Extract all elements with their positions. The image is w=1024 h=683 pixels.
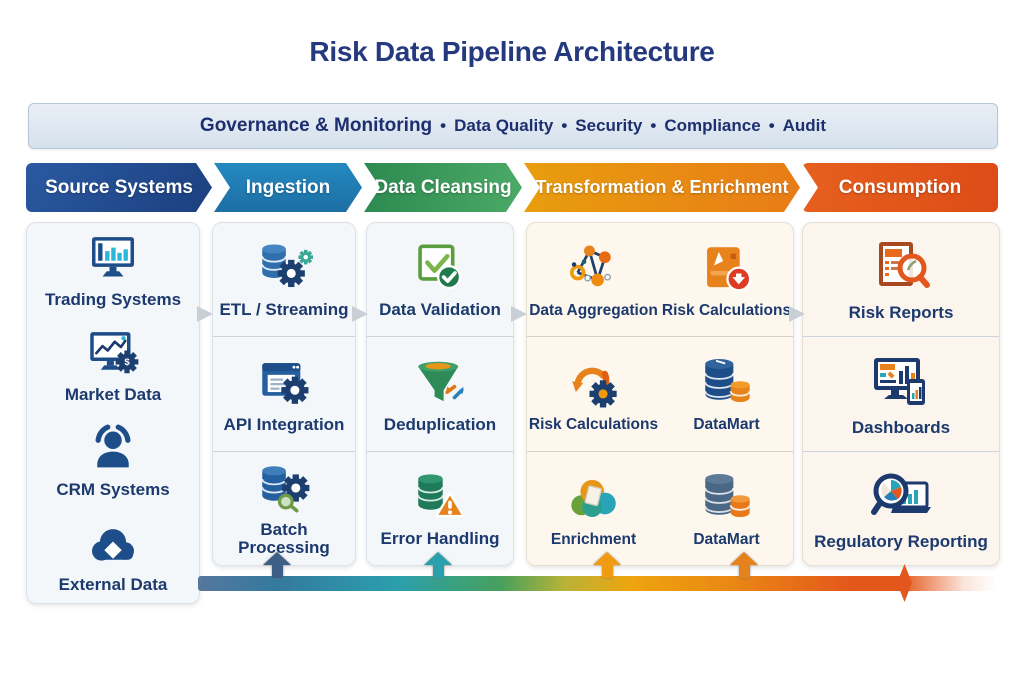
item-market-data: $ Market Data [27,318,199,413]
up-arrow-icon [593,552,621,578]
item-label: Risk Reports [848,303,954,323]
item-error-handling: Error Handling [367,452,513,565]
data-aggregation-icon [565,240,623,298]
stage-label: Ingestion [245,176,331,198]
enrichment-icon [565,469,623,527]
item-risk-reports: Risk Reports [803,223,999,338]
up-arrow-icon [730,552,758,578]
stage-consumption: Consumption [802,163,998,212]
item-api-integration: API Integration [213,337,355,452]
column-consumption: Risk Reports Dashboards Regulatory Repor… [802,222,1000,566]
item-label: DataMart [693,530,760,548]
market-data-icon: $ [85,326,141,382]
risk-reports-icon [869,236,933,300]
item-risk-calculations: Risk Calculations [660,223,793,336]
item-data-validation: Data Validation [367,223,513,338]
item-deduplication: Deduplication [367,337,513,452]
item-label: Dashboards [851,417,951,437]
deduplication-icon [411,354,469,412]
item-label: Deduplication [383,414,497,434]
item-label: Data Aggregation [529,302,658,320]
up-arrow-icon [263,552,291,578]
column-transformation-enrichment: Data Aggregation Risk Calculations Risk … [526,222,794,566]
bullet-separator: • [561,116,568,135]
item-crm-systems: CRM Systems [27,413,199,508]
item-label: Market Data [64,385,162,405]
item-regulatory-reporting: Regulatory Reporting [803,452,999,565]
item-label: CRM Systems [56,480,170,500]
item-enrichment: Enrichment [527,452,660,565]
stage-label: Data Cleansing [374,176,512,198]
datamart-slate-icon [698,469,756,527]
item-label: Error Handling [380,528,500,548]
error-handling-icon [411,468,469,526]
governance-bar: Governance & Monitoring • Data Quality •… [28,103,998,149]
risk-calculations-gear-icon [565,354,623,412]
data-validation-icon [411,239,469,297]
transformation-row-3: Enrichment DataMart [527,452,793,565]
item-label: Risk Calculations [661,302,792,320]
stage-label: Consumption [838,176,962,198]
item-external-data: External Data [27,508,199,603]
transformation-row-2: Risk Calculations DataMart [527,337,793,452]
external-data-icon [85,516,141,572]
governance-item: Compliance [664,116,761,135]
stage-label: Source Systems [45,176,193,198]
stage-label: Transformation & Enrichment [535,177,789,197]
batch-processing-icon [255,459,313,517]
item-label: Batch Processing [238,519,330,558]
item-dashboards: Dashboards [803,337,999,452]
regulatory-reporting-icon [869,465,933,529]
governance-item: Audit [782,116,827,135]
column-data-cleansing: Data Validation Deduplication Error Hand… [366,222,514,566]
item-label: ETL / Streaming [219,300,349,320]
risk-calculations-badge-icon [698,240,756,298]
item-risk-calculations-2: Risk Calculations [527,337,660,450]
item-trading-systems: Trading Systems [27,223,199,318]
svg-text:$: $ [124,357,130,368]
pipeline-flow-bar [198,576,996,591]
stage-data-cleansing: Data Cleansing [364,163,522,212]
bullet-separator: • [650,116,657,135]
datamart-icon [698,354,756,412]
column-ingestion: ETL / Streaming API Integration Batch Pr… [212,222,356,566]
item-label: Enrichment [550,530,637,548]
stage-source-systems: Source Systems [26,163,212,212]
stage-transformation-enrichment: Transformation & Enrichment [524,163,800,212]
item-label: External Data [58,575,168,595]
item-data-aggregation: Data Aggregation [527,223,660,336]
flow-arrow-icon [511,306,527,322]
item-batch-processing: Batch Processing [213,452,355,565]
bullet-separator: • [440,116,447,135]
api-integration-icon [255,354,313,412]
item-etl-streaming: ETL / Streaming [213,223,355,338]
item-label: Regulatory Reporting [814,531,988,551]
flow-arrow-icon [197,306,213,322]
item-label: DataMart [693,416,760,434]
crm-systems-icon [85,421,141,477]
governance-item: Security [575,116,643,135]
up-arrow-icon [424,552,452,578]
flow-bar-endcap-icon [897,564,912,602]
stage-ingestion: Ingestion [214,163,362,212]
transformation-row-1: Data Aggregation Risk Calculations [527,223,793,338]
governance-item: Data Quality [454,116,554,135]
governance-heading: Governance & Monitoring [199,115,433,136]
item-label: Trading Systems [44,290,182,310]
item-label: Data Validation [379,300,501,320]
item-label: Risk Calculations [528,416,659,434]
column-source-systems: Trading Systems $ Market Data CRM System… [26,222,200,604]
item-datamart: DataMart [660,337,793,450]
page-title: Risk Data Pipeline Architecture [309,36,715,67]
item-datamart-2: DataMart [660,452,793,565]
item-label: API Integration [223,414,345,434]
dashboards-icon [869,351,933,415]
bullet-separator: • [768,116,775,135]
trading-systems-icon [85,231,141,287]
etl-streaming-icon [255,239,313,297]
